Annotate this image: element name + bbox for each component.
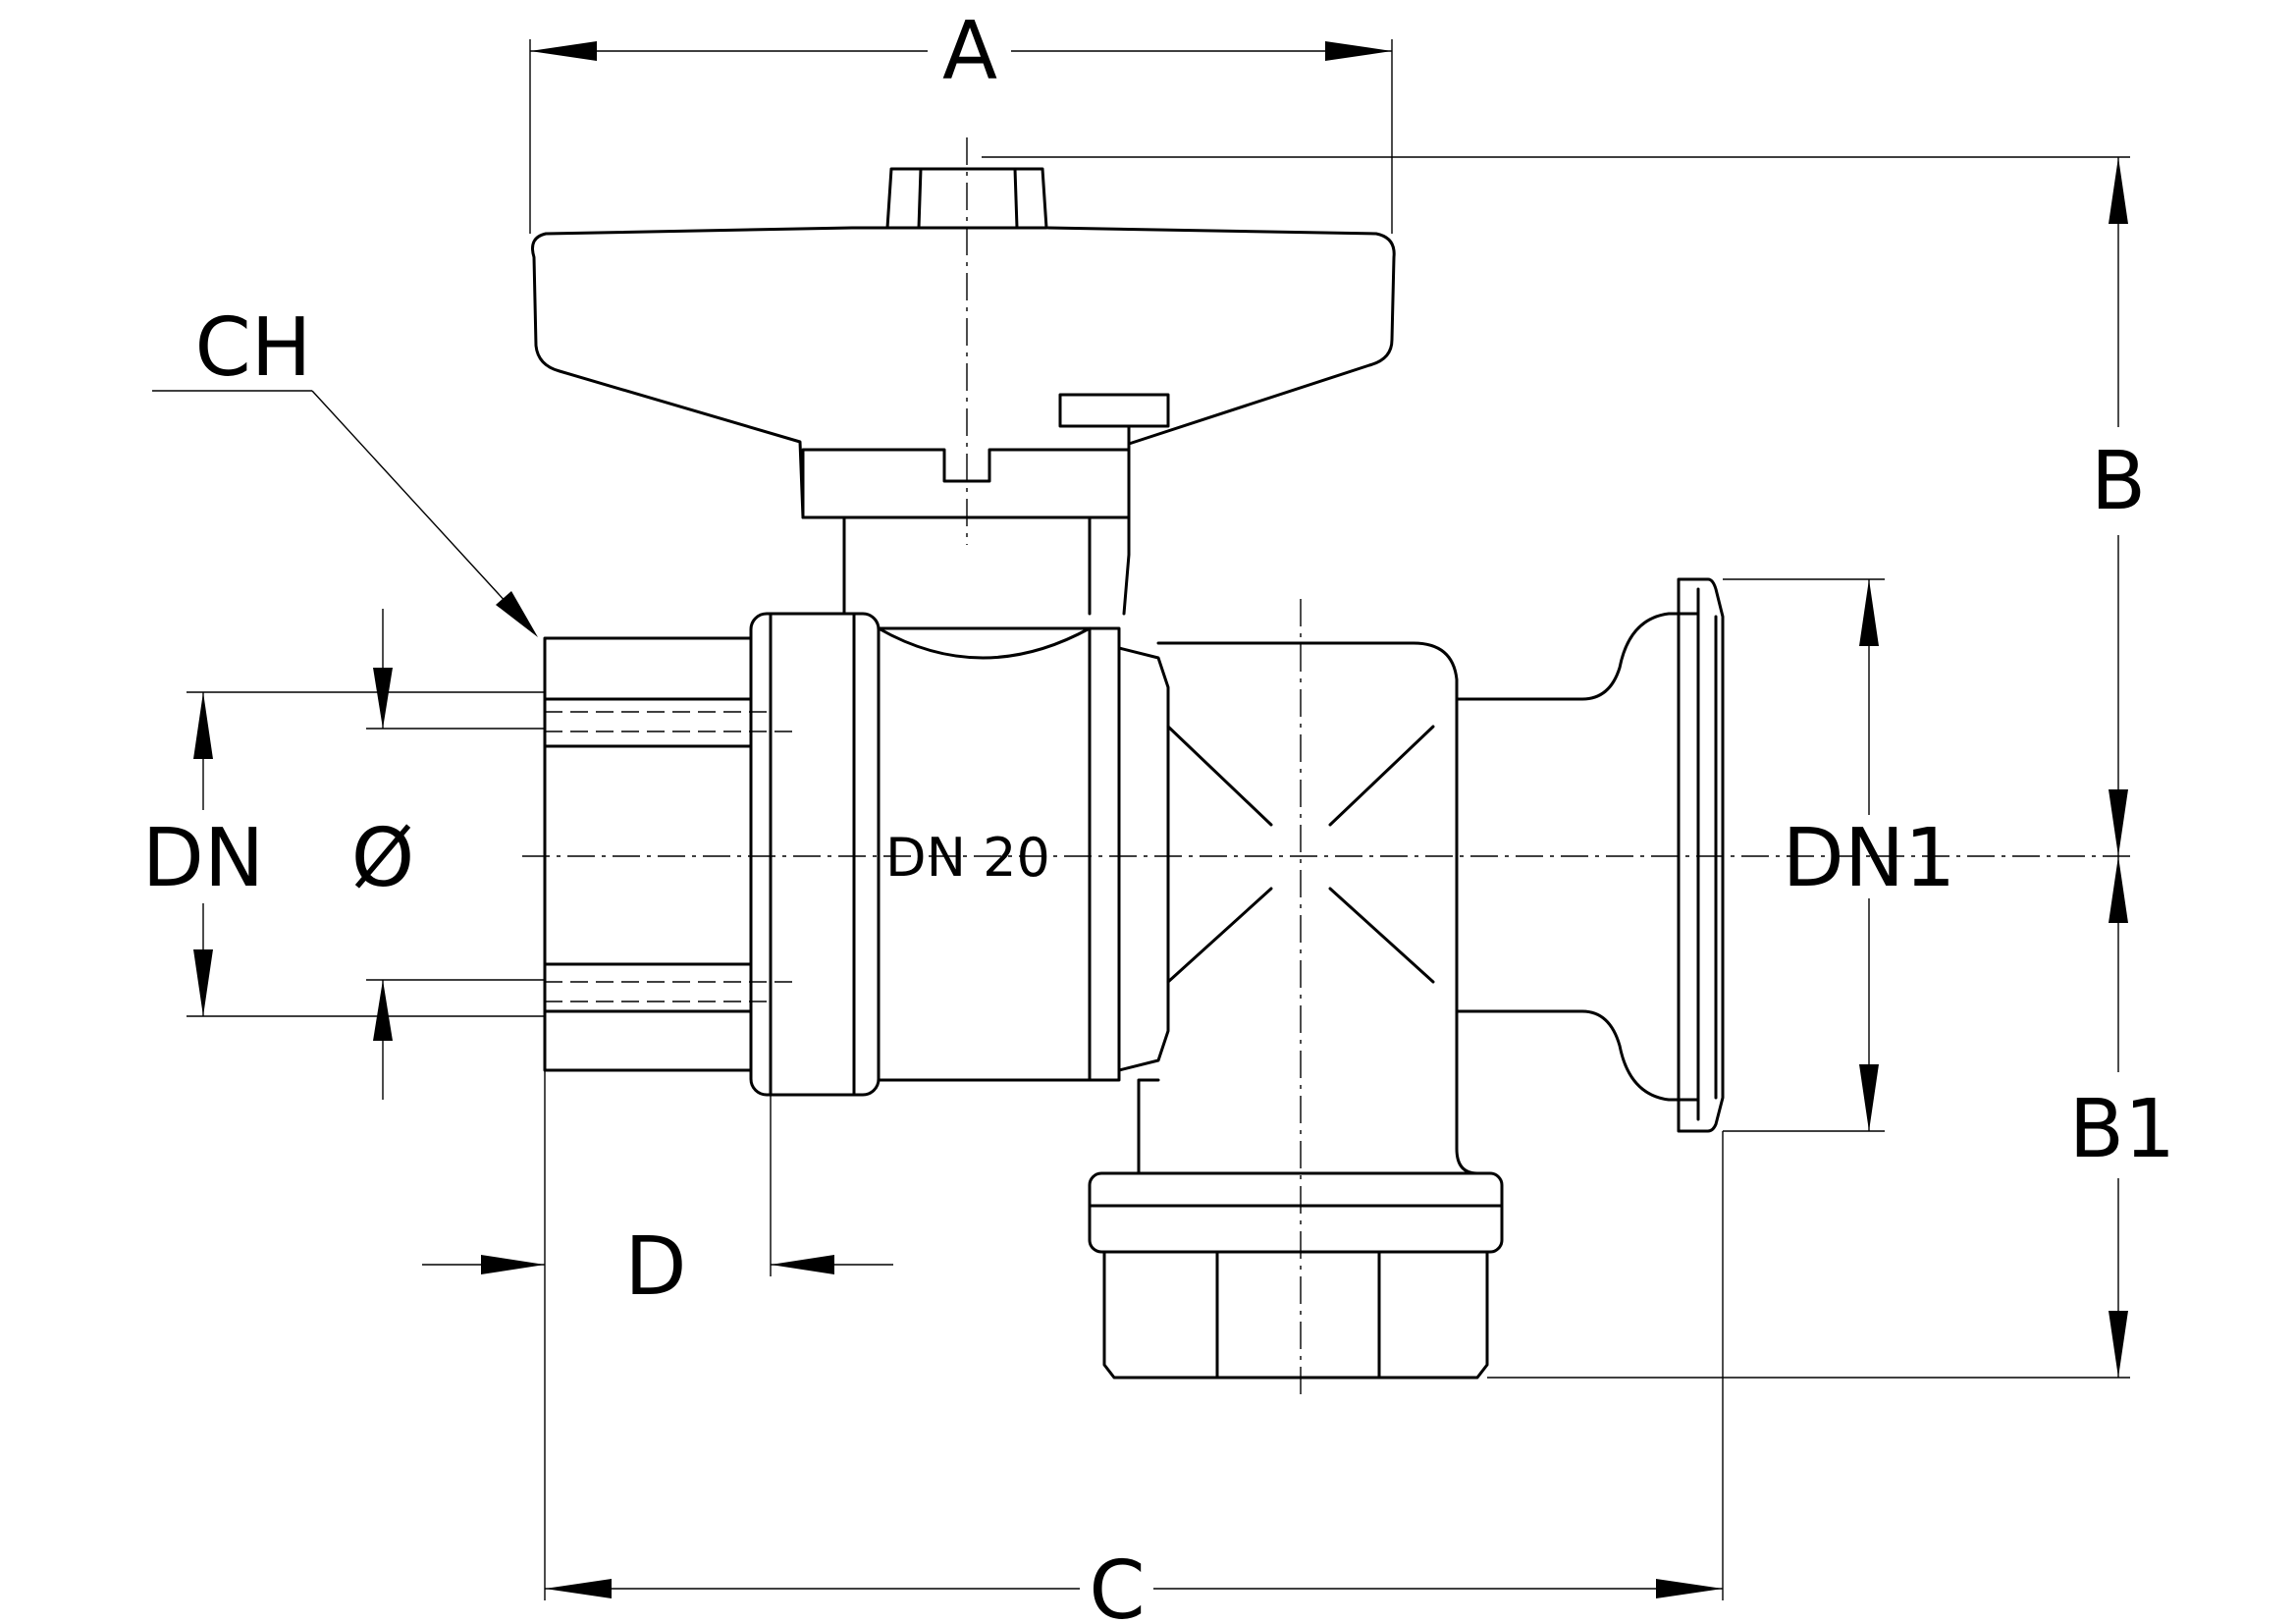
body-marking: DN 20 (885, 827, 1050, 889)
dimension-labels: A B B1 C CH D DN DN1 Ø (142, 5, 2175, 1624)
ball-valve-body: DN 20 (877, 626, 1170, 1082)
tee-body (1127, 612, 1700, 1175)
label-CH: CH (195, 301, 312, 395)
outlet-flange (1677, 577, 1725, 1133)
center-lines (522, 137, 2130, 1394)
label-diameter: Ø (351, 812, 415, 905)
label-DN1: DN1 (1783, 812, 1956, 905)
label-C: C (1089, 1544, 1145, 1624)
label-B1: B1 (2069, 1083, 2175, 1176)
label-B: B (2091, 435, 2146, 528)
butterfly-handle (531, 167, 1396, 616)
label-A: A (942, 5, 997, 98)
dimension-arrows (193, 41, 2128, 1598)
bottom-nut (1088, 1171, 1504, 1380)
inlet-hex-end (543, 636, 795, 1072)
label-DN: DN (142, 812, 264, 905)
label-D: D (624, 1220, 686, 1314)
